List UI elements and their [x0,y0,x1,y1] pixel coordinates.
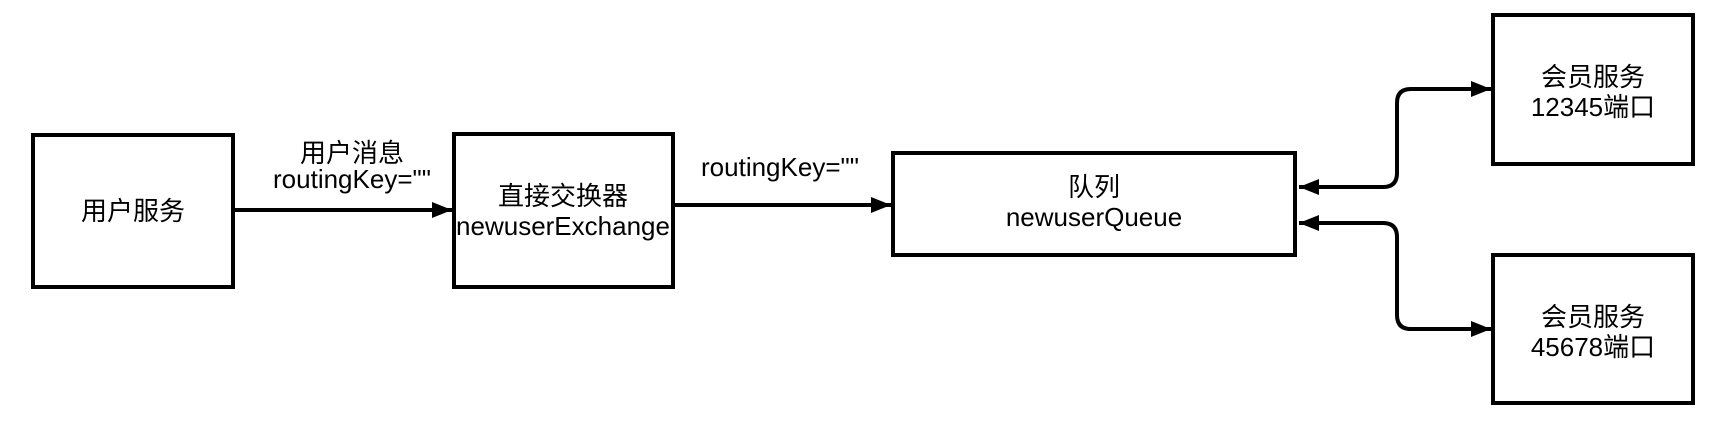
exchange-node [452,132,675,289]
exchange-name: newuserExchange [456,211,670,241]
edge-queue-member-service-1 [1299,81,1491,195]
member-service-1-title: 会员服务 [1541,62,1645,92]
edge-label-user-message: 用户消息 [300,138,404,168]
user-service-label: 用户服务 [81,196,185,226]
queue-name: newuserQueue [1006,202,1182,232]
member-service-2-node [1491,253,1695,405]
edge-label-routing-key-1: routingKey="" [273,164,431,194]
edge-label-routing-key-2: routingKey="" [701,152,859,182]
member-service-1-node [1491,13,1695,166]
user-service-node [31,133,235,289]
exchange-title: 直接交换器 [498,181,628,211]
member-service-1-port: 12345端口 [1531,92,1655,122]
queue-node [891,151,1297,257]
queue-title: 队列 [1068,172,1120,202]
edge-queue-member-service-2 [1299,215,1491,337]
member-service-2-title: 会员服务 [1541,302,1645,332]
member-service-2-port: 45678端口 [1531,332,1655,362]
